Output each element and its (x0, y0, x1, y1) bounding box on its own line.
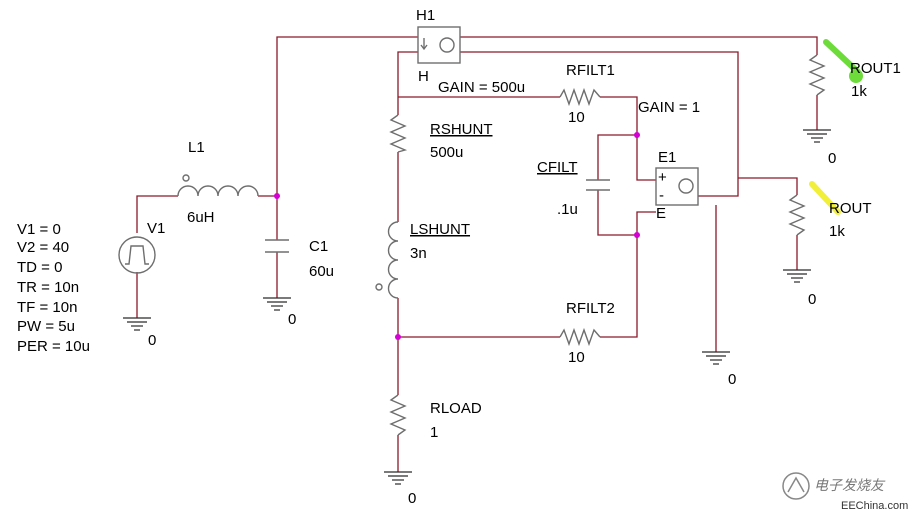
l1-ref: L1 (188, 139, 205, 156)
ground-rout: 0 (783, 269, 816, 308)
rfilt1-ref: RFILT1 (566, 62, 615, 79)
rfilt2-resistor[interactable]: RFILT2 10 (559, 300, 615, 366)
param-per: PER = 10u (17, 338, 90, 355)
watermark-logo-icon (782, 472, 810, 500)
svg-text:0: 0 (408, 490, 416, 507)
rload-value: 1 (430, 424, 438, 441)
c1-capacitor[interactable]: C1 60u (265, 238, 334, 280)
v1-pulse-source[interactable]: V1 (118, 220, 165, 274)
e1-gain: GAIN = 1 (638, 99, 700, 116)
cfilt-capacitor[interactable]: CFILT .1u (537, 159, 610, 218)
h1-gain: GAIN = 500u (438, 79, 525, 96)
cfilt-value: .1u (557, 201, 578, 218)
junction-dots (274, 132, 640, 340)
rout-resistor[interactable]: ROUT 1k (788, 181, 872, 240)
param-v2: V2 = 40 (17, 239, 69, 256)
h1-pin: H (418, 68, 429, 85)
lshunt-value: 3n (410, 245, 427, 262)
param-pw: PW = 5u (17, 318, 75, 335)
l1-value: 6uH (187, 209, 215, 226)
svg-text:0: 0 (828, 150, 836, 167)
ground-e1: 0 (702, 351, 736, 388)
rout1-resistor[interactable]: ROUT1 1k (808, 39, 901, 100)
e1-ref: E1 (658, 149, 676, 166)
e1-vcvs[interactable]: E1 GAIN = 1 + - E (638, 99, 700, 222)
ground-rload: 0 (384, 471, 416, 507)
v1-ref: V1 (147, 220, 165, 237)
rout1-highlight-dot (849, 69, 863, 83)
cfilt-ref: CFILT (537, 159, 578, 176)
rfilt2-ref: RFILT2 (566, 300, 615, 317)
rout1-ref: ROUT1 (850, 60, 901, 77)
rshunt-resistor[interactable]: RSHUNT 500u (389, 114, 493, 161)
rfilt1-resistor[interactable]: RFILT1 10 (559, 62, 615, 126)
rout-value: 1k (829, 223, 845, 240)
lshunt-inductor[interactable]: LSHUNT 3n (375, 221, 470, 299)
watermark: 电子发烧友 EEChina.com (782, 472, 908, 512)
rload-resistor[interactable]: RLOAD 1 (389, 394, 482, 441)
rout-ref: ROUT (829, 200, 872, 217)
c1-value: 60u (309, 263, 334, 280)
param-v1: V1 = 0 (17, 221, 61, 238)
e1-minus: - (659, 187, 664, 204)
l1-inductor[interactable]: L1 6uH (177, 139, 259, 226)
wires (136, 36, 818, 472)
e1-pin: E (656, 205, 666, 222)
svg-text:0: 0 (728, 371, 736, 388)
h1-ccvs[interactable]: H1 H GAIN = 500u (416, 7, 525, 96)
rout1-value: 1k (851, 83, 867, 100)
rfilt1-value: 10 (568, 109, 585, 126)
param-tr: TR = 10n (17, 279, 79, 296)
rshunt-ref: RSHUNT (430, 121, 493, 138)
svg-text:0: 0 (288, 311, 296, 328)
ground-rout1: 0 (803, 129, 836, 167)
rout-highlight-mark (809, 181, 841, 215)
param-tf: TF = 10n (17, 299, 77, 316)
rload-ref: RLOAD (430, 400, 482, 417)
e1-plus: + (658, 169, 667, 186)
c1-ref: C1 (309, 238, 328, 255)
lshunt-ref: LSHUNT (410, 221, 470, 238)
watermark-logo-text: 电子发烧友 (814, 478, 886, 494)
rfilt2-value: 10 (568, 349, 585, 366)
rshunt-value: 500u (430, 144, 463, 161)
svg-text:0: 0 (148, 332, 156, 349)
h1-ref: H1 (416, 7, 435, 24)
v1-params: V1 = 0 V2 = 40 TD = 0 TR = 10n TF = 10n … (17, 221, 90, 355)
ground-v1: 0 (123, 317, 156, 349)
svg-text:0: 0 (808, 291, 816, 308)
ground-c1: 0 (263, 297, 296, 328)
param-td: TD = 0 (17, 259, 62, 276)
rout1-highlight-mark (823, 39, 861, 75)
watermark-text: EEChina.com (841, 500, 908, 512)
